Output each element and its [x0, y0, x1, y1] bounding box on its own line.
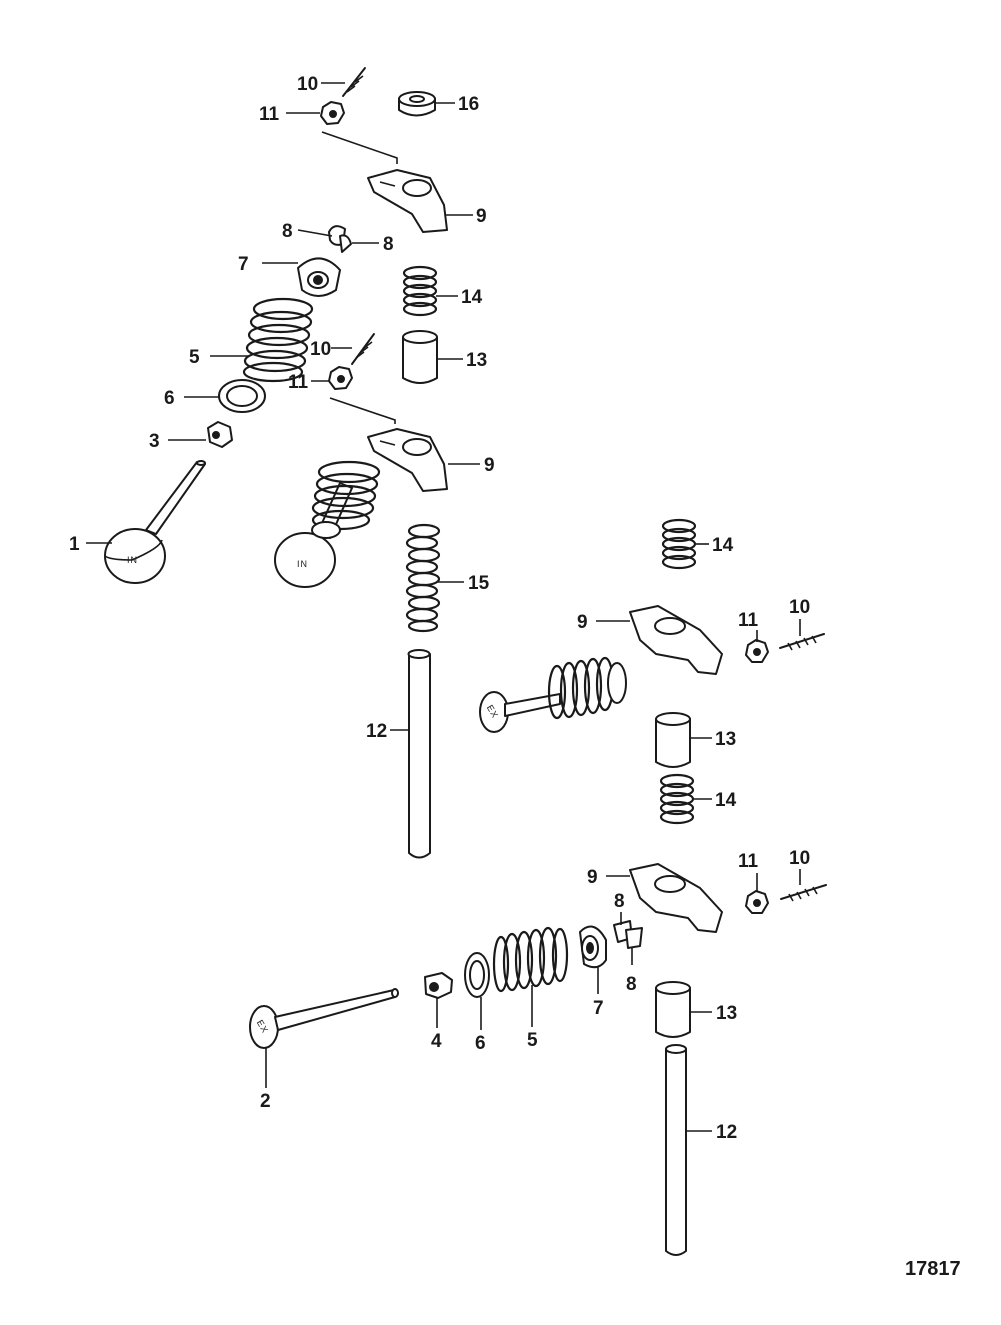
rocker-arm: [629, 863, 723, 933]
callout-14: 14: [715, 790, 737, 811]
pushrod-guide: [655, 712, 691, 768]
pushrod-spring: [405, 523, 441, 633]
callout-13: 13: [715, 729, 736, 750]
pushrod-guide: [402, 330, 438, 384]
callout-14: 14: [461, 287, 483, 308]
callout-3: 3: [149, 431, 160, 452]
callout-16: 16: [458, 94, 479, 115]
rocker-stud: [779, 633, 825, 651]
callout-11: 11: [738, 851, 759, 872]
callout-4: 4: [431, 1031, 442, 1052]
callout-2: 2: [260, 1091, 271, 1112]
pushrod: [665, 1044, 687, 1256]
valve-stem-seal: [207, 421, 233, 448]
callout-9: 9: [577, 612, 588, 633]
callout-8: 8: [614, 891, 625, 912]
callout-10: 10: [789, 597, 810, 618]
callout-6: 6: [475, 1033, 486, 1054]
callout-11: 11: [738, 610, 759, 631]
pushrod: [407, 649, 431, 859]
intake-valve-assembled: IN: [274, 460, 381, 588]
intake-valve-assembled-stamp: IN: [297, 559, 308, 569]
rocker-nut: [328, 366, 353, 390]
callout-8: 8: [383, 234, 394, 255]
callout-11: 11: [259, 104, 280, 125]
callout-13: 13: [716, 1003, 737, 1024]
callout-5: 5: [189, 347, 200, 368]
callout-10: 10: [789, 848, 810, 869]
callout-12: 12: [716, 1122, 737, 1143]
callout-10: 10: [297, 74, 318, 95]
callout-5: 5: [527, 1030, 538, 1051]
pushrod-guide: [655, 981, 691, 1038]
rocker-arm: [367, 169, 448, 233]
exhaust-valve: EX: [249, 988, 399, 1049]
callout-1: 1: [69, 534, 80, 555]
callout-9: 9: [476, 206, 487, 227]
callout-6: 6: [164, 388, 175, 409]
callout-7: 7: [238, 254, 249, 275]
rocker-nut: [745, 639, 769, 663]
rocker-nut: [745, 890, 769, 914]
valve-keepers: [328, 225, 352, 253]
rocker-spring: [659, 773, 695, 825]
rocker-stud: [780, 884, 827, 902]
spring-retainer: [297, 257, 341, 297]
callout-9: 9: [484, 455, 495, 476]
callout-11: 11: [288, 372, 309, 393]
spring-seat-washer: [464, 952, 490, 998]
callout-7: 7: [593, 998, 604, 1019]
callout-15: 15: [468, 573, 490, 594]
callout-8: 8: [282, 221, 293, 242]
callout-14: 14: [712, 535, 734, 556]
figure-number: 17817: [905, 1258, 961, 1280]
rocker-arm: [629, 605, 723, 675]
callout-12: 12: [366, 721, 387, 742]
rocker-stud: [342, 67, 366, 97]
rocker-spring: [402, 265, 438, 317]
exhaust-valve-assembled: EX: [479, 656, 627, 733]
valve-spring: [242, 297, 314, 383]
rocker-stud: [351, 333, 375, 365]
callout-13: 13: [466, 350, 487, 371]
callout-9: 9: [587, 867, 598, 888]
callout-8: 8: [626, 974, 637, 995]
valve-spring: [492, 926, 569, 993]
spring-seat-washer: [218, 379, 266, 413]
intake-valve-stamp: IN: [127, 555, 138, 565]
valve-keepers: [613, 920, 643, 949]
callout-10: 10: [310, 339, 331, 360]
rocker-nut: [320, 101, 345, 125]
intake-valve: IN: [104, 460, 206, 584]
rocker-spacer: [398, 91, 436, 117]
rocker-arm: [367, 428, 448, 492]
spring-retainer: [579, 925, 607, 969]
valve-stem-seal: [424, 972, 453, 999]
rocker-spring: [661, 518, 697, 570]
